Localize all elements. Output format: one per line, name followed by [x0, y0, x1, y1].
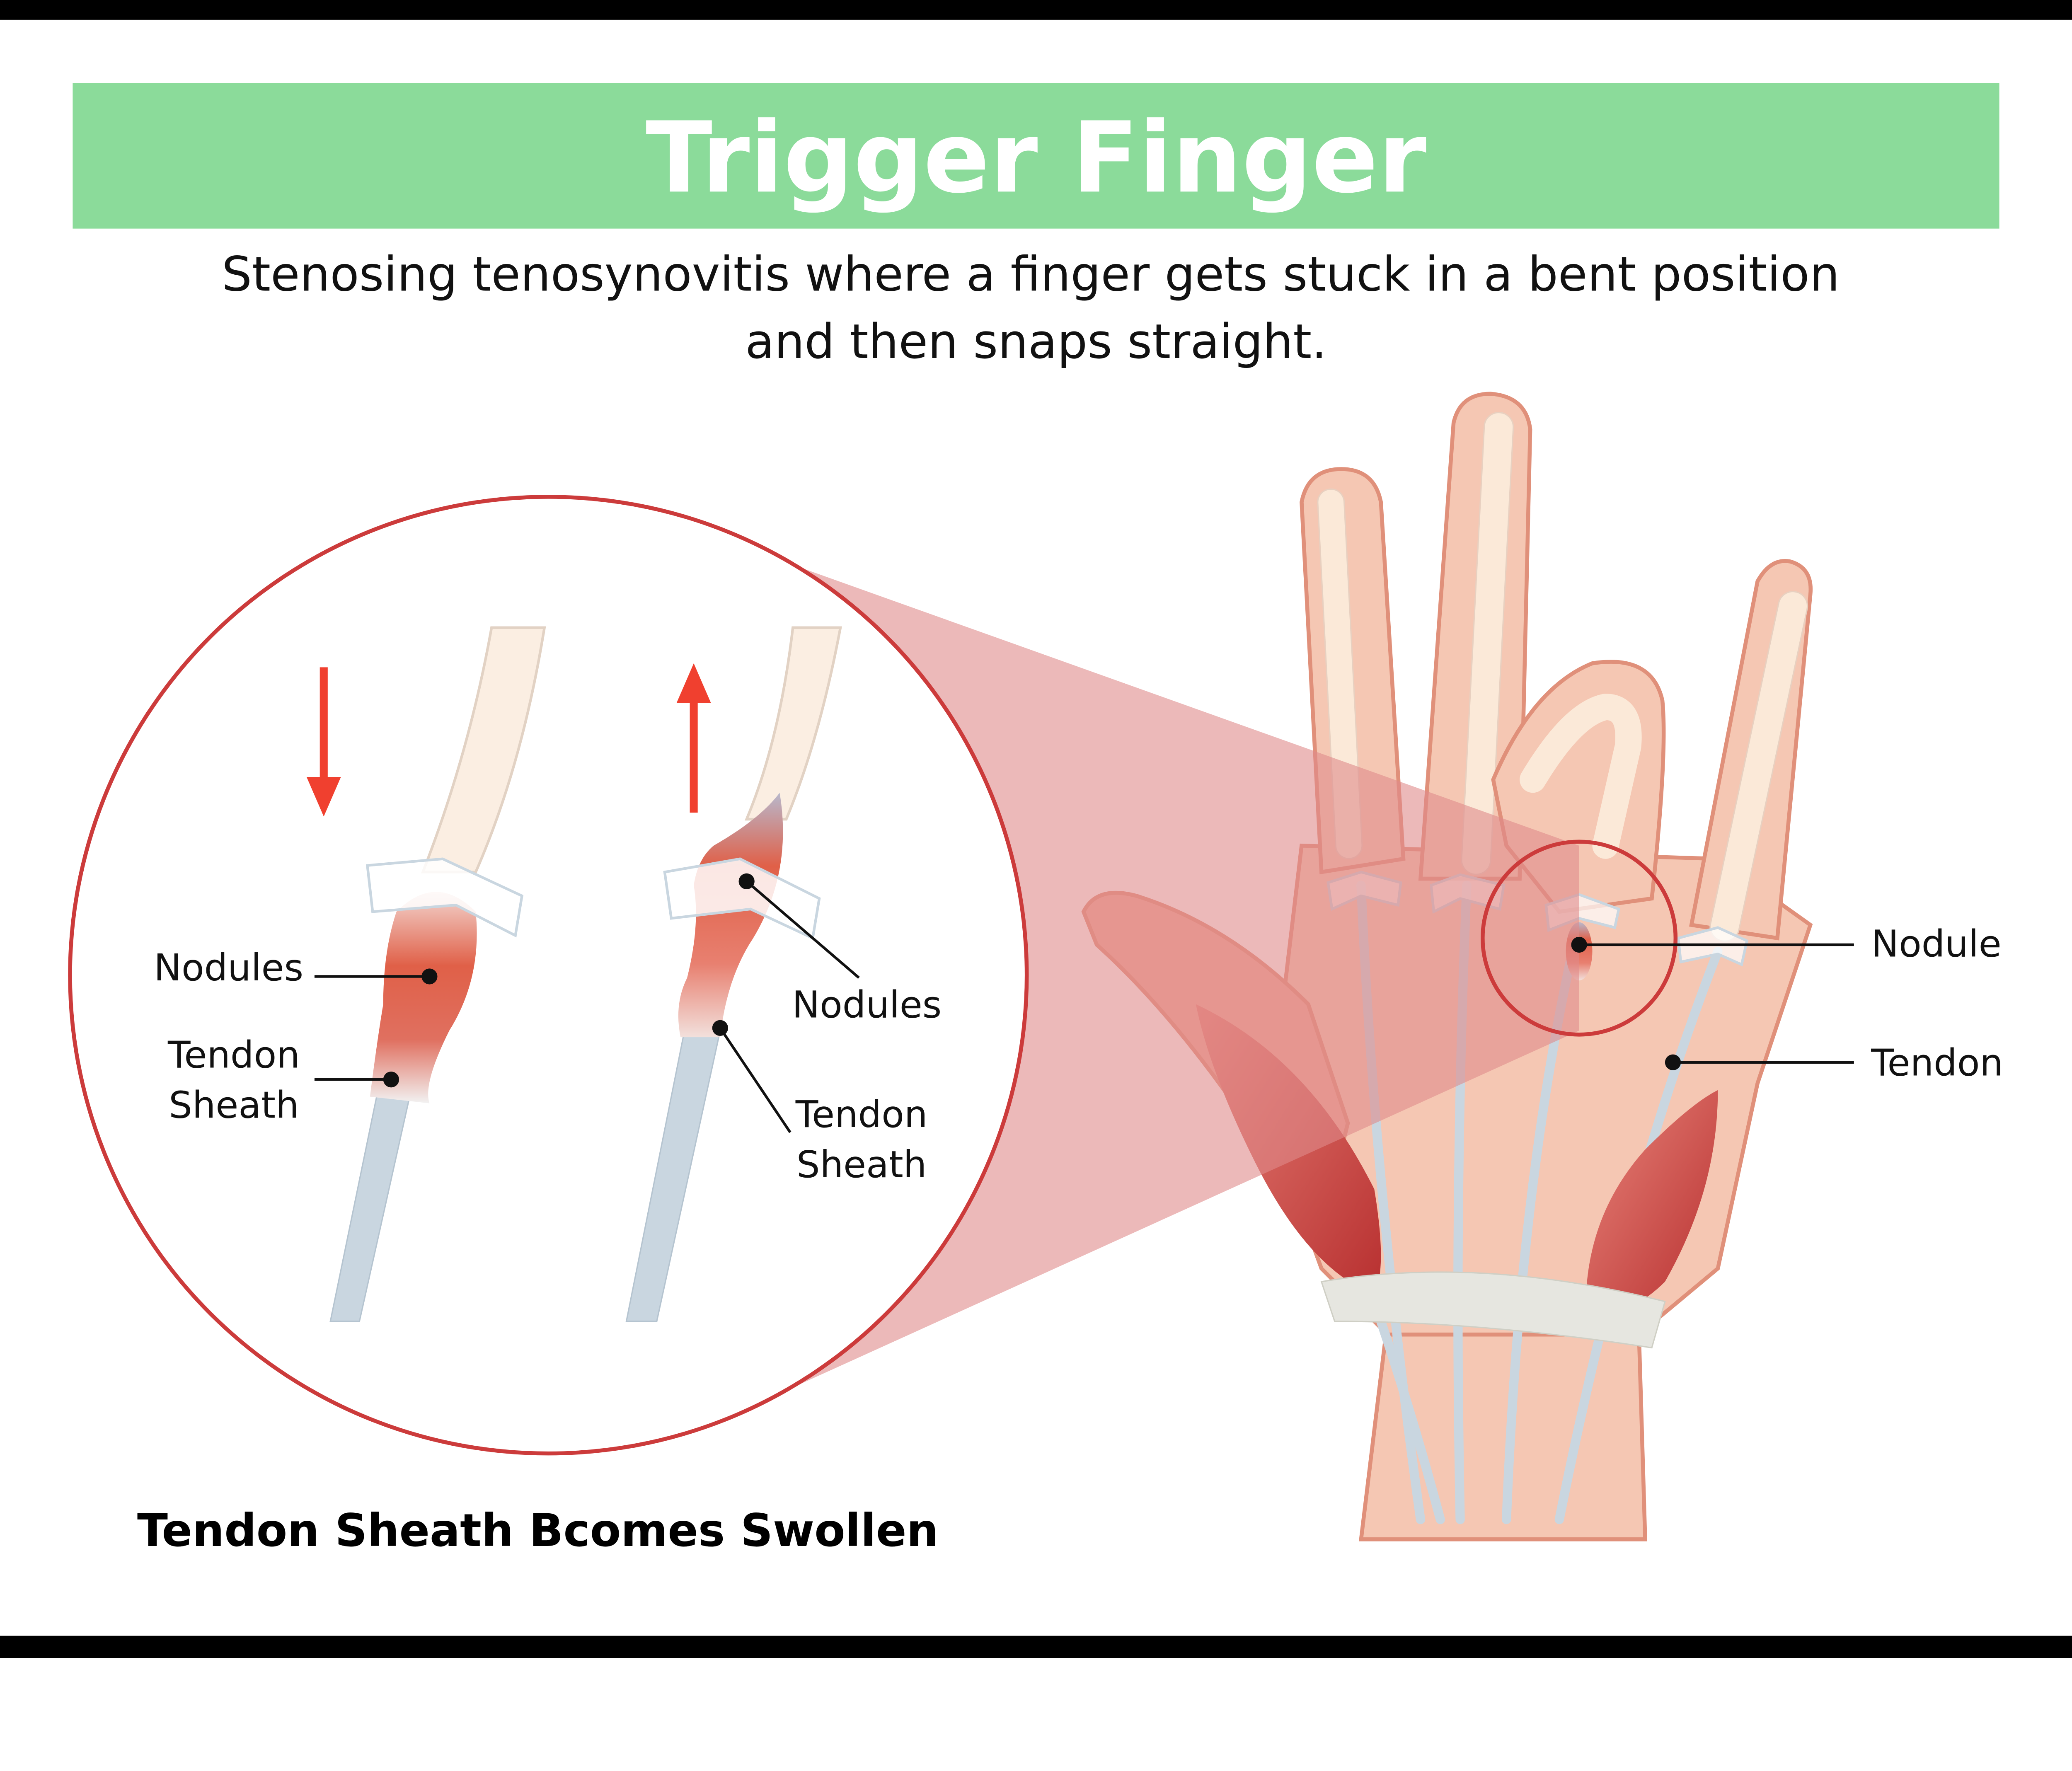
bottom-border — [0, 1636, 2072, 1658]
inset-labels: Nodules Tendon Sheath Nodules Tendon She… — [154, 873, 942, 1186]
label-sheath-left-2: Sheath — [169, 1084, 299, 1127]
label-tendon: Tendon — [1871, 1042, 2003, 1085]
label-nodules-left: Nodules — [154, 946, 303, 990]
page-title: Trigger Finger — [646, 101, 1426, 215]
label-sheath-right-1: Tendon — [795, 1093, 928, 1136]
label-nodule: Nodule — [1871, 923, 2001, 966]
trigger-finger-diagram: Trigger Finger Stenosing tenosynovitis w… — [0, 0, 2072, 1658]
inset-tendon-left — [306, 626, 546, 1322]
inset-tendon-right — [625, 626, 842, 1322]
arrow-down-icon — [306, 777, 341, 817]
arrow-up-icon — [676, 663, 711, 703]
label-sheath-right-2: Sheath — [796, 1143, 927, 1186]
subtitle-line-1: Stenosing tenosynovitis where a finger g… — [222, 247, 1840, 302]
hypothenar-muscle — [1585, 1090, 1718, 1311]
inset-caption: Tendon Sheath Bcomes Swollen — [137, 1504, 939, 1557]
label-sheath-left-1: Tendon — [167, 1034, 300, 1077]
title-banner — [73, 83, 1999, 229]
hand-labels: Nodule Tendon — [1571, 923, 2003, 1085]
top-border — [0, 0, 2072, 20]
label-nodules-right: Nodules — [792, 983, 942, 1026]
subtitle-line-2: and then snaps straight. — [745, 314, 1326, 370]
hand-highlight-circle — [1481, 840, 1678, 1037]
transverse-ligament — [1320, 1271, 1666, 1349]
